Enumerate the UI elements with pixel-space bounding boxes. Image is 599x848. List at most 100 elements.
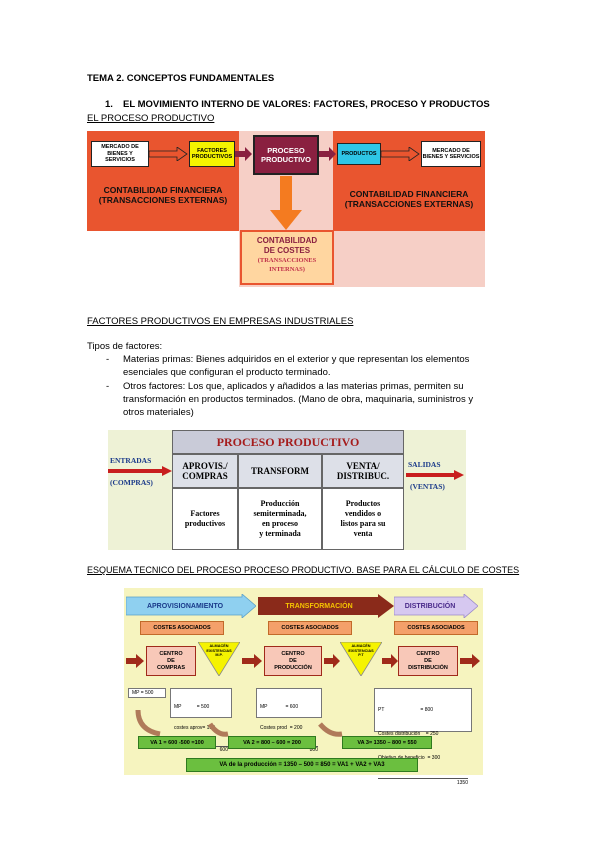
arrow-icon [108, 466, 172, 476]
diagram-proceso-table: ENTRADAS (COMPRAS) PROCESO PRODUCTIVO AP… [108, 430, 466, 550]
arrow-icon [235, 147, 252, 161]
arrow-icon [242, 654, 262, 668]
cf-left-line1: CONTABILIDAD FINANCIERA [103, 185, 223, 195]
c1-line3: COMPRAS [156, 664, 186, 671]
va1-box: VA 1 = 600 -500 =100 [138, 736, 216, 749]
c1a: Factores [190, 509, 220, 518]
c2-line1: CENTRO [281, 650, 305, 657]
arrow-icon [126, 654, 144, 668]
section-number: 1. [105, 99, 113, 110]
productos-box: PRODUCTOS [337, 143, 381, 165]
alm2-line3: P.T [358, 653, 364, 658]
alm1-line2: EXISTENCIAS [206, 648, 232, 653]
bullet-mark: - [106, 354, 110, 365]
calc3-line1: PT = 800 [378, 707, 434, 713]
h1a: APROVIS./ [182, 461, 228, 471]
productos-label: PRODUCTOS [341, 150, 377, 157]
bullet2-line3: otros materiales) [123, 407, 194, 418]
document-title: TEMA 2. CONCEPTOS FUNDAMENTALES [87, 73, 275, 84]
mercado-left-label: MERCADO DE BIENES Y SERVICIOS [101, 144, 139, 164]
cf-right-text: CONTABILIDAD FINANCIERA (TRANSACCIONES E… [335, 189, 483, 209]
arrow-icon [324, 654, 340, 668]
calc2-line1: MP = 600 [260, 704, 299, 710]
diagram-proceso-productivo: MERCADO DE BIENES Y SERVICIOS FACTORES P… [87, 131, 485, 287]
transf-text: TRANSFORMACIÓN [285, 602, 353, 610]
c2a: Producción [260, 499, 300, 508]
factores-label: FACTORES PRODUCTIVOS [191, 147, 233, 161]
bullet1-line2: esenciales que configuran el producto te… [123, 367, 331, 378]
salidas-label: SALIDAS [408, 460, 441, 469]
cc-line3: (TRANSACCIONES [257, 257, 317, 264]
va3-text: VA 3= 1350 – 800 = 550 [357, 739, 417, 746]
distrib-text: DISTRIBUCIÓN [404, 602, 456, 610]
curved-arrows [135, 709, 343, 737]
h3b: DISTRIBUC. [336, 471, 390, 481]
subheading-factores: FACTORES PRODUCTIVOS EN EMPRESAS INDUSTR… [87, 316, 354, 327]
cc-line1: CONTABILIDAD [256, 236, 318, 245]
aprovisionamiento-arrow [126, 594, 256, 618]
va2-text: VA 2 = 800 – 600 = 200 [243, 739, 301, 746]
alm2-line2: EXISTENCIAS [348, 648, 374, 653]
cf-left-text: CONTABILIDAD FINANCIERA (TRANSACCIONES E… [89, 185, 237, 205]
tipos-label: Tipos de factores: [87, 341, 163, 352]
ventas-label: (VENTAS) [410, 482, 445, 491]
c2b: semiterminada, [253, 509, 307, 518]
proceso-label: PROCESO PRODUCTIVO [260, 146, 311, 164]
calc3-line2: Costes distribución = 250 [378, 731, 439, 737]
proceso-box: PROCESO PRODUCTIVO [253, 135, 319, 175]
mp-500-box: MP = 500 [128, 688, 166, 698]
costes3-text: COSTES ASOCIADOS [407, 625, 465, 631]
va1-text: VA 1 = 600 -500 =100 [150, 739, 204, 746]
c2-line3: PRODUCCIÓN [274, 664, 312, 671]
calc-box-2: MP = 600 Costes prod = 200 800 [256, 688, 322, 753]
distribucion-label: DISTRIBUCIÓN [394, 597, 466, 615]
header-cell-3: VENTA/DISTRIBUC. [322, 454, 404, 488]
down-arrow-icon [270, 176, 302, 230]
section-title: EL MOVIMIENTO INTERNO DE VALORES: FACTOR… [123, 99, 490, 110]
table-title-text: PROCESO PRODUCTIVO [216, 434, 360, 449]
va-total-text: VA de la producción = 1350 – 500 = 850 =… [219, 762, 385, 768]
costes1-text: COSTES ASOCIADOS [153, 625, 211, 631]
bullet2-line2: transformación en productos terminados. … [123, 394, 474, 405]
header-cell-2: TRANSFORM [238, 454, 322, 488]
transformacion-arrow [258, 594, 394, 618]
arrow-icon [149, 147, 188, 161]
c3b: vendidos o [344, 509, 382, 518]
c2-line2: DE [289, 657, 297, 664]
bullet2-line1: Otros factores: Los que, aplicados y aña… [123, 381, 464, 392]
bullet-mark: - [106, 381, 110, 392]
cf-left-line2: (TRANSACCIONES EXTERNAS) [98, 195, 228, 205]
mp500-text: MP = 500 [132, 690, 154, 696]
c1b: productivos [184, 519, 226, 528]
calc1-line1: MP = 500 [174, 704, 210, 710]
subheading-esquema: ESQUEMA TECNICO DEL PROCESO PROCESO PROD… [87, 565, 520, 575]
h2: TRANSFORM [251, 466, 309, 476]
va2-box: VA 2 = 800 – 600 = 200 [228, 736, 316, 749]
costes2-text: COSTES ASOCIADOS [281, 625, 339, 631]
arrow-icon [406, 470, 464, 480]
mercado-left-box: MERCADO DE BIENES Y SERVICIOS [91, 141, 149, 167]
arrow-icon [381, 147, 420, 161]
table-title: PROCESO PRODUCTIVO [172, 430, 404, 454]
h1b: COMPRAS [182, 471, 228, 481]
cc-line2: DE COSTES [263, 246, 311, 255]
c1-line2: DE [167, 657, 175, 664]
mercado-right-box: MERCADO DE BIENES Y SERVICIOS [421, 141, 481, 167]
cf-right-line2: (TRANSACCIONES EXTERNAS) [344, 199, 474, 209]
subheading-proceso-productivo: EL PROCESO PRODUCTIVO [87, 113, 215, 124]
diagram-esquema-costes: APROVISIONAMIENTO TRANSFORMACIÓN DISTRIB… [124, 588, 483, 786]
alm1-line1: ALMACÉN [209, 644, 229, 649]
header-cell-1: APROVIS./COMPRAS [172, 454, 238, 488]
c2c: en proceso [261, 519, 299, 528]
calc2-line2: Costes prod = 200 [260, 725, 303, 731]
arrow-icon [319, 147, 336, 161]
aprov-text: APROVISIONAMIENTO [146, 602, 224, 610]
cc-line4: INTERNAS) [269, 266, 305, 273]
arrow-icon [382, 654, 398, 668]
